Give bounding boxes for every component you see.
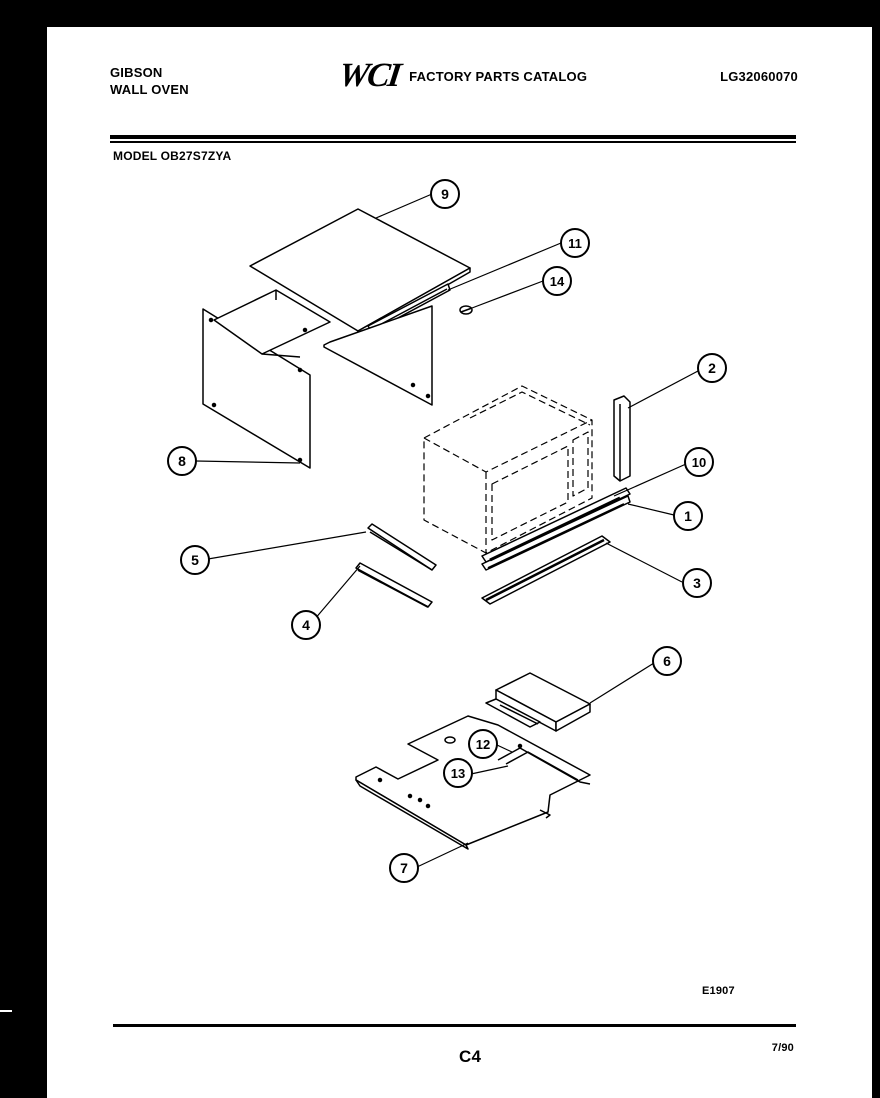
callout-2: 2	[697, 353, 727, 383]
svg-text:4: 4	[302, 617, 310, 633]
page-number: C4	[459, 1047, 482, 1066]
callout-9: 9	[430, 179, 460, 209]
svg-text:11: 11	[568, 236, 582, 251]
svg-text:6: 6	[663, 653, 671, 669]
part-side-panel	[202, 289, 433, 469]
svg-text:5: 5	[191, 552, 199, 568]
callout-6: 6	[652, 646, 682, 676]
part-control-box	[485, 672, 591, 732]
callout-3: 3	[682, 568, 712, 598]
callout-4: 4	[291, 610, 321, 640]
svg-text:13: 13	[451, 766, 465, 781]
header-rule-thin	[110, 141, 796, 143]
oven-cavity-outline	[423, 385, 593, 554]
catalog-code: LG32060070	[720, 69, 798, 84]
svg-text:9: 9	[441, 186, 449, 202]
catalog-header: WCI FACTORY PARTS CATALOG	[336, 57, 588, 95]
svg-text:10: 10	[692, 455, 706, 470]
part-bracket-upper	[367, 523, 437, 571]
part-bracket-lower	[355, 562, 433, 608]
part-vertical-trim	[613, 395, 631, 482]
catalog-title: FACTORY PARTS CATALOG	[409, 68, 588, 84]
callout-14: 14	[542, 266, 572, 296]
callout-7: 7	[389, 853, 419, 883]
callout-8: 8	[167, 446, 197, 476]
brand-name: GIBSON	[110, 65, 163, 80]
callout-1: 1	[673, 501, 703, 531]
svg-text:14: 14	[550, 274, 565, 289]
leader-lines	[195, 193, 699, 868]
callout-11: 11	[560, 228, 590, 258]
svg-text:1: 1	[684, 508, 692, 524]
callout-12: 12	[468, 729, 498, 759]
svg-text:2: 2	[708, 360, 716, 376]
part-bottom-rail	[481, 535, 611, 605]
svg-text:8: 8	[178, 453, 186, 469]
diagram-id: E1907	[702, 985, 735, 997]
margin-mark	[0, 1010, 12, 1012]
svg-text:12: 12	[476, 737, 490, 752]
svg-text:7: 7	[400, 860, 408, 876]
callout-10: 10	[684, 447, 714, 477]
callout-13: 13	[443, 758, 473, 788]
part-base-plate	[355, 715, 591, 850]
part-clip	[459, 305, 473, 315]
model-number: MODEL OB27S7ZYA	[113, 149, 232, 163]
header-rule	[110, 135, 796, 139]
part-front-rail	[481, 487, 631, 571]
svg-text:3: 3	[693, 575, 701, 591]
footer-rule	[113, 1024, 796, 1027]
product-type: WALL OVEN	[110, 82, 189, 97]
revision-date: 7/90	[771, 1042, 794, 1054]
callout-5: 5	[180, 545, 210, 575]
